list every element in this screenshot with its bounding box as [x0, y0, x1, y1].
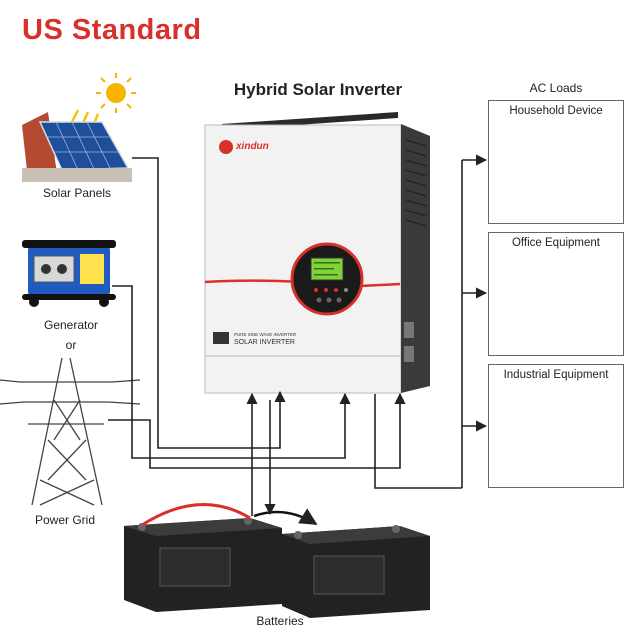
or-label: or: [65, 338, 77, 352]
batteries-label: Batteries: [256, 614, 304, 628]
industrial-equipment-box: Industrial Equipment: [488, 364, 624, 488]
ac-loads-title: AC Loads: [529, 81, 583, 95]
household-device-box: Household Device: [488, 100, 624, 224]
inverter-unit: [204, 112, 430, 394]
inverter-panel-line1: PURE SINE WAVE INVERTER: [234, 332, 297, 337]
generator-icon: [22, 240, 116, 307]
industrial-equipment-label: Industrial Equipment: [503, 369, 609, 381]
battery-link-cable: [253, 508, 318, 526]
solar-panels-label: Solar Panels: [42, 186, 112, 200]
wiring: [108, 154, 488, 516]
battery-icon: [124, 517, 282, 612]
power-grid-label: Power Grid: [34, 513, 96, 527]
battery-link-cable: [141, 503, 251, 527]
inverter-panel-line2: SOLAR INVERTER: [234, 339, 295, 346]
office-equipment-box: Office Equipment: [488, 232, 624, 356]
inverter-brand: xindun: [236, 141, 269, 152]
generator-label: Generator: [43, 318, 99, 332]
battery-icon: [282, 525, 430, 618]
inverter-title: Hybrid Solar Inverter: [233, 80, 403, 99]
solar-panel-icon: [22, 73, 136, 182]
household-device-label: Household Device: [509, 105, 603, 117]
power-grid-icon: [0, 357, 141, 506]
office-equipment-label: Office Equipment: [511, 237, 600, 249]
standard-title: US Standard: [22, 14, 202, 46]
